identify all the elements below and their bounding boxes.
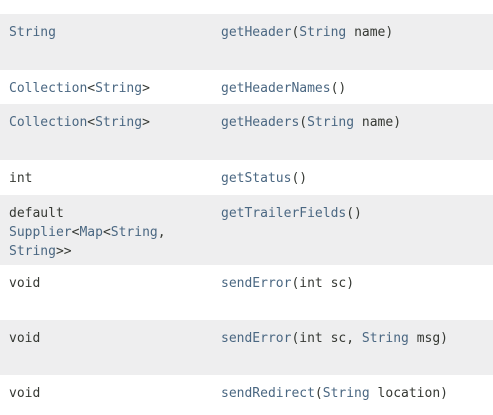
table-row: void sendError(int sc) [0, 265, 493, 320]
type-link[interactable]: Collection [9, 81, 88, 96]
type-link[interactable]: Map [79, 225, 103, 240]
method-name-link[interactable]: getHeaders [221, 115, 300, 130]
method-name-link[interactable]: getStatus [221, 171, 292, 186]
type-link[interactable]: String [9, 25, 56, 40]
type-text: int [9, 171, 33, 186]
param-text: () [291, 171, 308, 186]
return-type-cell: void [9, 384, 209, 403]
param-text: ( [291, 25, 300, 40]
table-row: Collection<String> getHeaderNames() [0, 70, 493, 104]
return-type-line: String [9, 23, 209, 42]
param-text: name) [346, 25, 394, 40]
param-text: name) [354, 115, 402, 130]
method-name-link[interactable]: sendRedirect [221, 386, 315, 401]
table-row: Collection<String>getHeaders(String name… [0, 104, 493, 160]
type-text: < [87, 115, 96, 130]
param-type-link[interactable]: String [361, 331, 409, 346]
return-type-line: void [9, 329, 209, 348]
type-text: >> [55, 244, 72, 259]
return-type-line: default [9, 204, 209, 223]
return-type-cell: void [9, 274, 209, 293]
return-type-cell: Collection<String> [9, 113, 209, 132]
param-text: msg) [408, 331, 449, 346]
type-text: void [9, 276, 41, 291]
return-type-cell: String [9, 23, 209, 42]
method-cell: sendRedirect(String location) [221, 384, 491, 403]
method-name-link[interactable]: sendError [221, 331, 292, 346]
param-text: () [330, 81, 347, 96]
type-link[interactable]: String [9, 244, 56, 259]
param-text: (int sc, [291, 331, 362, 346]
param-text: (int sc) [291, 276, 355, 291]
type-link[interactable]: String [95, 115, 143, 130]
method-cell: getHeader(String name) [221, 23, 491, 42]
type-link[interactable]: Collection [9, 115, 88, 130]
param-type-link[interactable]: String [307, 115, 355, 130]
return-type-cell: int [9, 169, 209, 188]
method-name-link[interactable]: sendError [221, 276, 292, 291]
type-text: > [142, 115, 150, 130]
type-text: < [102, 225, 111, 240]
return-type-line: void [9, 384, 209, 403]
type-link[interactable]: String [95, 81, 143, 96]
table-row: void sendRedirect(String location) [0, 375, 493, 415]
return-type-line: String>> [9, 242, 209, 261]
method-cell: sendError(int sc) [221, 274, 491, 293]
param-text: ( [299, 115, 308, 130]
param-text: () [346, 206, 362, 221]
return-type-cell: void [9, 329, 209, 348]
type-link[interactable]: Supplier [9, 225, 72, 240]
type-text: , [157, 225, 166, 240]
method-name-link[interactable]: getHeader [221, 25, 292, 40]
type-text: default [9, 206, 64, 221]
type-text: < [71, 225, 80, 240]
return-type-line: Supplier<Map<String, [9, 223, 209, 242]
method-cell: getTrailerFields() [221, 204, 491, 223]
type-text: < [87, 81, 96, 96]
return-type-line: Collection<String> [9, 79, 209, 98]
return-type-line: void [9, 274, 209, 293]
param-type-link[interactable]: String [322, 386, 370, 401]
param-type-link[interactable]: String [299, 25, 347, 40]
type-text: void [9, 331, 41, 346]
type-text: void [9, 386, 41, 401]
method-cell: getHeaderNames() [221, 79, 491, 98]
type-link[interactable]: String [110, 225, 158, 240]
table-row: void sendError(int sc, String msg) [0, 320, 493, 375]
method-cell: getHeaders(String name) [221, 113, 491, 132]
param-text: ( [314, 386, 323, 401]
param-text: location) [369, 386, 448, 401]
method-name-link[interactable]: getHeaderNames [221, 81, 331, 96]
method-cell: sendError(int sc, String msg) [221, 329, 491, 348]
return-type-line: int [9, 169, 209, 188]
method-cell: getStatus() [221, 169, 491, 188]
type-text: > [142, 81, 150, 96]
table-row: int getStatus() [0, 160, 493, 195]
return-type-cell: Collection<String> [9, 79, 209, 98]
return-type-line: Collection<String> [9, 113, 209, 132]
method-name-link[interactable]: getTrailerFields [221, 206, 347, 221]
